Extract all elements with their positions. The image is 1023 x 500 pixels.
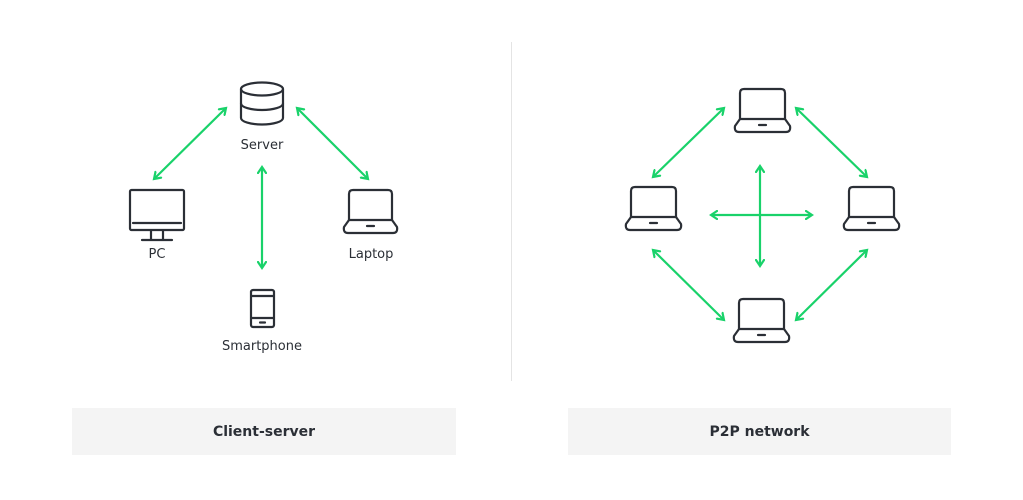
arrow-bottom-left <box>653 250 724 320</box>
monitor-icon <box>128 188 186 242</box>
p2p-caption-text: P2P network <box>709 423 810 440</box>
laptop-icon <box>842 185 901 232</box>
peer-right-node <box>842 185 901 232</box>
smartphone-icon <box>249 288 276 329</box>
client-server-caption-text: Client-server <box>212 423 316 440</box>
laptop-icon <box>342 188 399 235</box>
server-label: Server <box>241 138 284 153</box>
section-divider <box>511 42 512 381</box>
database-icon <box>239 81 285 126</box>
arrow-top-left <box>653 108 724 177</box>
arrow-server-laptop <box>297 108 368 179</box>
laptop-node: Laptop <box>342 188 399 262</box>
arrow-top-right <box>796 108 867 177</box>
laptop-icon <box>732 297 791 344</box>
pc-label: PC <box>149 247 166 262</box>
client-server-diagram: Server PC Laptop <box>128 81 399 354</box>
smartphone-node: Smartphone <box>222 288 302 354</box>
peer-top-node <box>733 87 792 134</box>
p2p-diagram <box>624 87 901 344</box>
laptop-icon <box>733 87 792 134</box>
client-server-caption: Client-server <box>72 408 456 455</box>
peer-left-node <box>624 185 683 232</box>
arrow-server-pc <box>154 108 226 179</box>
smartphone-label: Smartphone <box>222 339 302 354</box>
server-node: Server <box>239 81 285 153</box>
p2p-caption: P2P network <box>568 408 951 455</box>
arrow-bottom-right <box>796 250 867 320</box>
pc-node: PC <box>128 188 186 262</box>
laptop-label: Laptop <box>349 247 394 262</box>
laptop-icon <box>624 185 683 232</box>
peer-bottom-node <box>732 297 791 344</box>
